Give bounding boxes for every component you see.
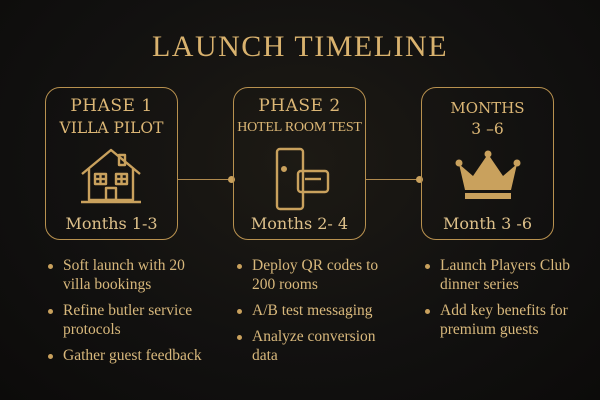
- list-item: A/B test messaging: [235, 301, 405, 320]
- list-item: Deploy QR codes to 200 rooms: [235, 256, 405, 294]
- phase-2-card: PHASE 2 HOTEL ROOM TEST Months 2- 4: [233, 87, 366, 240]
- phase-1-bullets: Soft launch with 20 villa bookings Refin…: [46, 256, 206, 372]
- phase-1-card: PHASE 1 VILLA PILOT Months 1-3: [45, 87, 178, 240]
- timeline-title: LAUNCH TIMELINE: [151, 30, 449, 63]
- phase-2-months: Months 2- 4: [250, 214, 349, 233]
- phase-3-bullets: Launch Players Club dinner series Add ke…: [423, 256, 593, 346]
- list-item: Add key benefits for premium guests: [423, 301, 593, 339]
- phase-1-heading: PHASE 1: [70, 96, 153, 116]
- phase-3-card: MONTHS 3 –6 Month 3 -6: [421, 87, 554, 240]
- phase-2-subheading: HOTEL ROOM TEST: [237, 120, 362, 135]
- phase-3-subheading: 3 –6: [471, 120, 504, 138]
- list-item: Gather guest feedback: [46, 346, 206, 365]
- connector-line-1: [178, 179, 233, 180]
- phase-3-heading: MONTHS: [450, 99, 525, 117]
- house-icon: [81, 148, 141, 204]
- phase-1-subheading: VILLA PILOT: [59, 119, 164, 137]
- phase-1-months: Months 1-3: [65, 214, 158, 233]
- list-item: Launch Players Club dinner series: [423, 256, 593, 294]
- list-item: Refine butler service protocols: [46, 301, 206, 339]
- door-keycard-icon: [275, 147, 330, 211]
- crown-icon: [455, 150, 521, 199]
- phase-2-bullets: Deploy QR codes to 200 rooms A/B test me…: [235, 256, 405, 372]
- connector-dot-1: [228, 176, 235, 183]
- phase-3-months: Month 3 -6: [443, 214, 532, 233]
- connector-dot-2: [416, 176, 423, 183]
- phase-2-heading: PHASE 2: [258, 96, 341, 116]
- list-item: Soft launch with 20 villa bookings: [46, 256, 206, 294]
- connector-line-2: [366, 179, 421, 180]
- list-item: Analyze conversion data: [235, 327, 405, 365]
